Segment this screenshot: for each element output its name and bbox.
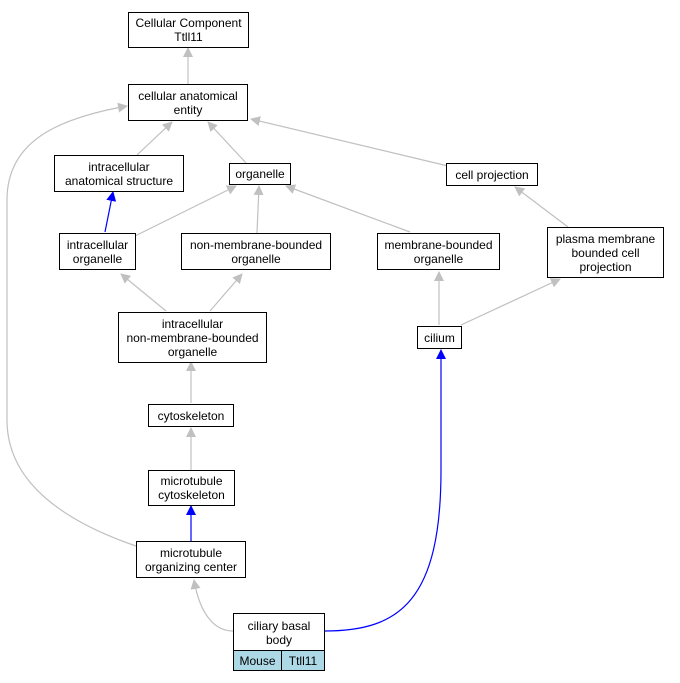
edge-cellproj-to-cae: [250, 116, 449, 167]
edge-io-to-organelle: [134, 185, 237, 237]
node-cilium[interactable]: cilium: [417, 326, 462, 349]
edge-cilium-to-pmbcp: [460, 278, 561, 326]
edge-ias-to-cae: [136, 121, 173, 156]
edge-nmbo-to-organelle: [253, 185, 264, 234]
node-intracellular-organelle[interactable]: intracellular organelle: [59, 233, 136, 270]
node-membrane-bounded-organelle[interactable]: membrane-bounded organelle: [377, 233, 500, 270]
node-intracellular-anatomical-structure[interactable]: intracellular anatomical structure: [54, 155, 184, 192]
node-microtubule-cytoskeleton[interactable]: microtubule cytoskeleton: [148, 470, 235, 506]
edge-mbo-to-organelle: [285, 184, 411, 233]
node-cytoskeleton[interactable]: cytoskeleton: [148, 404, 234, 427]
node-intracellular-non-membrane-bounded-organelle[interactable]: intracellular non-membrane-bounded organ…: [118, 312, 267, 363]
node-organelle[interactable]: organelle: [229, 163, 291, 185]
edge-io-to-ias: [104, 191, 117, 233]
edge-organelle-to-cae: [207, 121, 247, 164]
edge-cbb-to-mtoc: [190, 579, 234, 632]
node-ciliary-basal-body[interactable]: ciliary basal body: [233, 613, 325, 651]
node-cellular-anatomical-entity[interactable]: cellular anatomical entity: [128, 84, 248, 121]
edge-inmbo-to-io: [120, 273, 167, 312]
edge-pmbcp-to-cellproj: [514, 186, 569, 228]
edge-cbb-to-cilium: [324, 349, 446, 632]
annotation-species: Mouse: [233, 650, 282, 671]
node-microtubule-organizing-center[interactable]: microtubule organizing center: [136, 541, 246, 578]
edge-inmbo-to-nmbo: [209, 273, 243, 312]
node-cc-ttll11[interactable]: Cellular Component Ttll11: [128, 12, 249, 48]
annotation-gene: Ttll11: [281, 650, 325, 671]
edge-mtoc-to-cae: [6, 102, 137, 547]
node-non-membrane-bounded-organelle[interactable]: non-membrane-bounded organelle: [181, 233, 331, 270]
node-cell-projection[interactable]: cell projection: [446, 163, 538, 186]
node-plasma-membrane-bounded-cell-projection[interactable]: plasma membrane bounded cell projection: [547, 227, 664, 278]
